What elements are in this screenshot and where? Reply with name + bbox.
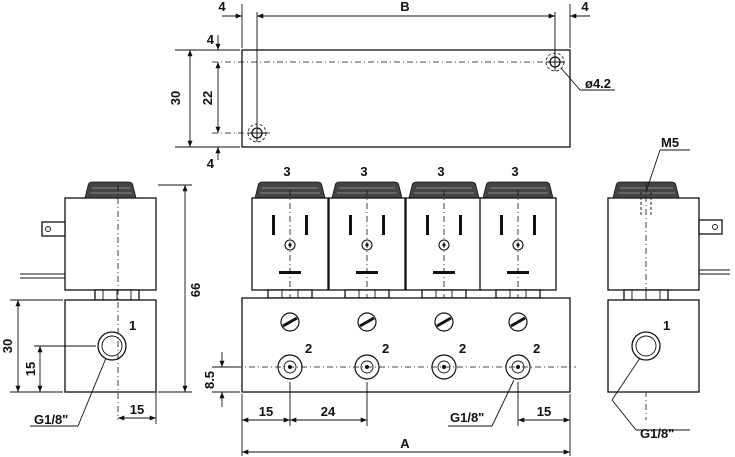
valve-exhaust-label: 3 bbox=[511, 164, 518, 179]
port-outlet-label: 2 bbox=[305, 341, 312, 356]
dim-right-margin: 4 bbox=[581, 0, 589, 14]
dim-height-outer: 30 bbox=[168, 91, 183, 105]
port-icon bbox=[631, 331, 661, 361]
dim-manifold-port-height: 8.5 bbox=[202, 371, 217, 389]
dim-block-height: 30 bbox=[0, 339, 15, 353]
valve-coil: 3 bbox=[405, 164, 483, 382]
port-outlet-label: 2 bbox=[382, 341, 389, 356]
right-side-view: 1 M5 G1/8" bbox=[607, 135, 730, 441]
dim-total-a: A bbox=[400, 436, 410, 451]
right-coil bbox=[607, 197, 700, 291]
dim-first-offset: 15 bbox=[259, 404, 273, 419]
dim-port-height: 15 bbox=[23, 362, 38, 376]
dim-total-height: 66 bbox=[188, 283, 203, 297]
right-port-label: 1 bbox=[663, 318, 670, 333]
dim-port-offset: 15 bbox=[130, 402, 144, 417]
front-thread-label: G1/8" bbox=[450, 410, 484, 425]
valve-coil: 3 bbox=[328, 164, 406, 382]
m5-callout: M5 bbox=[661, 135, 679, 150]
right-block bbox=[607, 299, 700, 393]
valve-exhaust-label: 3 bbox=[437, 164, 444, 179]
valve-exhaust-label: 3 bbox=[283, 164, 290, 179]
valve-exhaust-label: 3 bbox=[360, 164, 367, 179]
port-outlet-label: 2 bbox=[459, 341, 466, 356]
dim-top-margin: 4 bbox=[207, 32, 215, 47]
left-coil-cap bbox=[84, 181, 137, 199]
front-view: 3 3 3 3 2 2 2 2 8.5 15 24 15 A G1/8" bbox=[202, 164, 576, 456]
hole-diameter-label: ø4.2 bbox=[585, 76, 611, 91]
valve-coil: 3 bbox=[479, 164, 557, 382]
dim-left-margin: 4 bbox=[218, 0, 226, 14]
port-icon bbox=[97, 331, 127, 361]
left-port-label: 1 bbox=[129, 318, 136, 333]
mounting-hole-icon bbox=[247, 123, 267, 143]
port-outlet-label: 2 bbox=[533, 341, 540, 356]
dim-height-inner: 22 bbox=[200, 91, 215, 105]
dim-bottom-margin: 4 bbox=[207, 156, 215, 171]
dim-width-b: B bbox=[400, 0, 409, 14]
manifold-port: 2 bbox=[277, 312, 312, 380]
manifold-block bbox=[241, 297, 571, 393]
manifold-port: 2 bbox=[505, 312, 540, 380]
left-thread-label: G1/8" bbox=[34, 412, 68, 427]
top-view-plate bbox=[241, 49, 571, 148]
dim-pitch: 24 bbox=[321, 404, 336, 419]
right-thread-label: G1/8" bbox=[640, 426, 674, 441]
mounting-hole-icon bbox=[545, 52, 565, 72]
left-side-view: 1 66 30 15 15 G1/8" bbox=[0, 181, 203, 427]
dim-last-offset: 15 bbox=[537, 404, 551, 419]
top-view: 4 B 4 4 30 22 4 ø4.2 bbox=[168, 0, 615, 171]
left-coil bbox=[64, 197, 157, 291]
right-coil-cap bbox=[612, 181, 680, 199]
